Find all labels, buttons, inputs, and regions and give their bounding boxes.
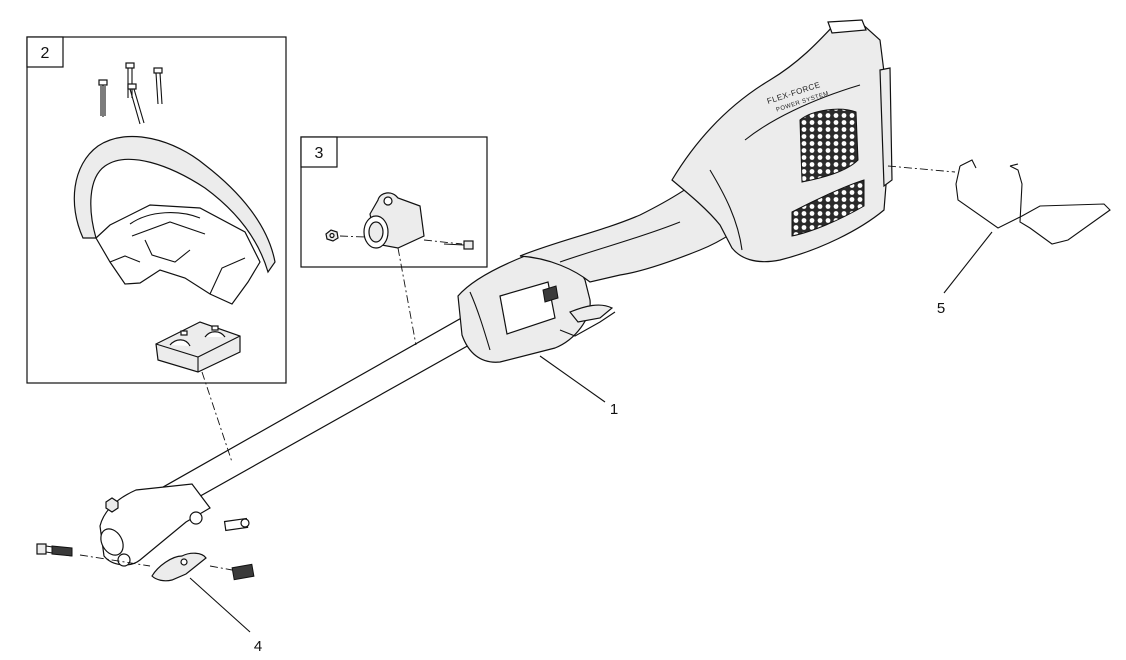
callout-1: 1 xyxy=(539,355,618,418)
bolt-part xyxy=(443,240,474,250)
callout-5-label: 5 xyxy=(937,300,945,317)
threaded-insert-part xyxy=(231,563,255,581)
callout-1-label: 1 xyxy=(610,401,618,418)
nut-4 xyxy=(105,497,119,513)
coupler-assembly-part xyxy=(36,483,255,582)
callout-5: 5 xyxy=(937,231,993,317)
upper-vent xyxy=(799,108,859,183)
d-handle-part xyxy=(73,135,276,305)
box-2-number: 2 xyxy=(41,45,50,62)
wire-guard-part xyxy=(955,159,1111,245)
lower-vent xyxy=(791,179,865,237)
long-bolt-part xyxy=(36,543,73,557)
inset-box-3: 3 xyxy=(300,136,488,268)
hex-nut-part xyxy=(325,229,339,242)
short-screw-part xyxy=(223,517,250,532)
inset-box-2: 2 xyxy=(26,36,287,384)
hanger-bracket-part xyxy=(363,192,425,249)
trimmer-body-part: FLEX-FORCE POWER SYSTEM xyxy=(111,19,893,541)
box-3-number: 3 xyxy=(315,145,324,162)
screws-part xyxy=(98,62,163,125)
clamp-block-part xyxy=(155,321,241,373)
callout-4: 4 xyxy=(189,577,262,655)
knob-part xyxy=(151,552,207,582)
callout-4-label: 4 xyxy=(254,638,262,655)
